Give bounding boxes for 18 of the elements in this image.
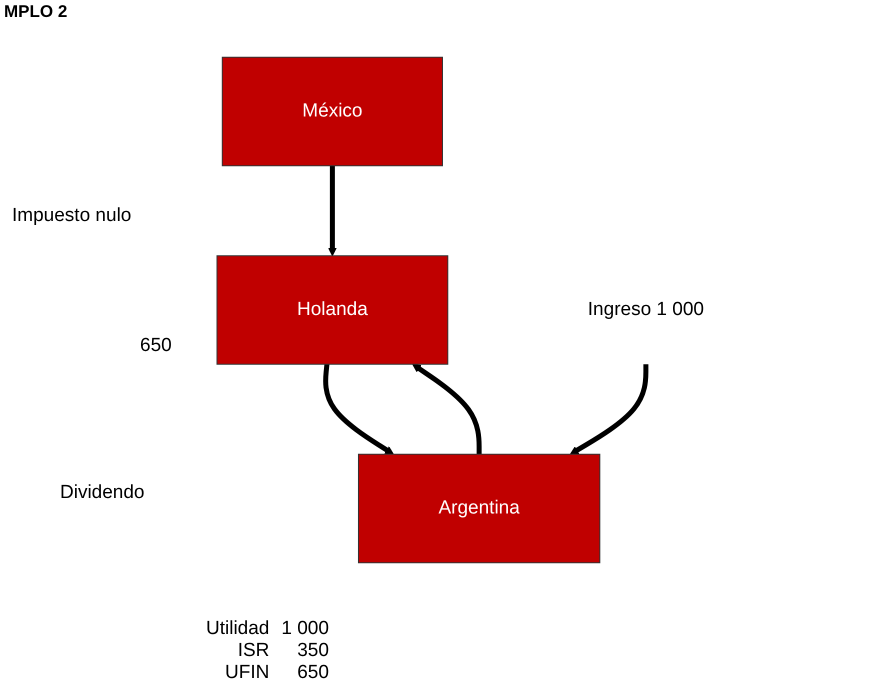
arrow bbox=[412, 364, 482, 454]
row-label: UFIN bbox=[224, 662, 270, 684]
arrow bbox=[328, 166, 336, 256]
node-box: Holanda bbox=[216, 255, 448, 365]
arrow bbox=[322, 364, 394, 455]
row-label: Utilidad bbox=[205, 618, 270, 640]
note-label: Impuesto nulo bbox=[12, 205, 132, 227]
diagram-title: MPLO 2 bbox=[4, 2, 68, 22]
amount-value: 650 bbox=[296, 662, 330, 684]
node-text: Ingreso 1 000 bbox=[587, 298, 704, 320]
amount-label: 650 bbox=[140, 335, 172, 357]
amount-value: 1 000 bbox=[280, 618, 330, 640]
arrow bbox=[569, 364, 648, 455]
node-box: México bbox=[221, 56, 442, 166]
row-label: ISR bbox=[236, 640, 270, 662]
note-label: Dividendo bbox=[60, 482, 144, 504]
node-box: Argentina bbox=[357, 454, 600, 564]
amount-value: 350 bbox=[296, 640, 330, 662]
